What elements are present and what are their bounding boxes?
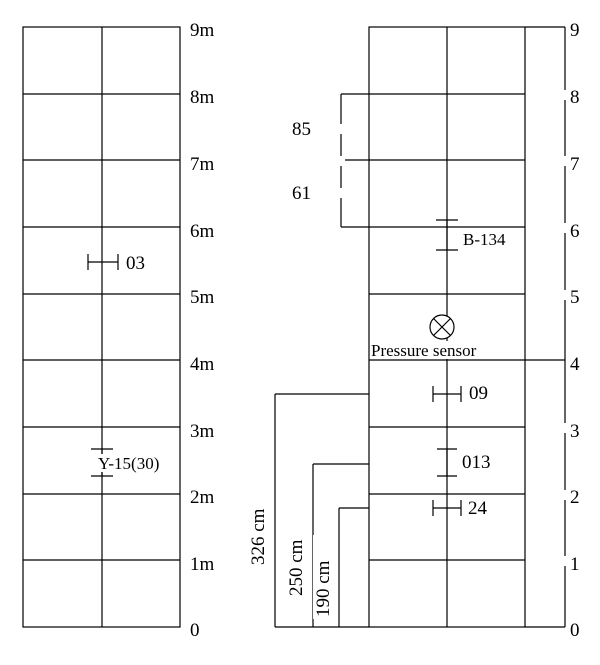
sensor-marker-icon xyxy=(432,500,462,516)
upper-bracket-gaps xyxy=(337,124,345,198)
label-background xyxy=(370,341,505,359)
pressure-sensor: Pressure sensor xyxy=(370,314,505,360)
right-sensor-b134: B-134 xyxy=(436,219,506,251)
left-height-label: 5m xyxy=(190,287,215,308)
left-height-labels: 0 1m 2m 3m 4m 5m 6m 7m 8m 9m xyxy=(190,20,215,641)
right-sensor-24: 24 xyxy=(432,498,488,519)
left-height-label: 2m xyxy=(190,487,215,508)
dimension-labels: 326 cm 250 cm 190 cm xyxy=(248,483,334,619)
sensor-marker-icon xyxy=(436,219,458,251)
right-sensor-013: 013 xyxy=(437,448,491,477)
right-sensor-09: 09 xyxy=(432,383,488,404)
right-height-label: 6 xyxy=(570,221,580,242)
right-scale-bar xyxy=(525,26,566,628)
segment-label-85: 85 xyxy=(292,119,311,140)
right-height-label: 3 xyxy=(570,421,580,442)
sensor-label: 03 xyxy=(126,253,145,274)
dimension-label-250: 250 cm xyxy=(286,539,307,596)
left-height-label: 9m xyxy=(190,20,215,41)
right-height-labels: 0 1 2 3 4 5 6 7 8 9 xyxy=(570,20,580,641)
left-sensor-03: 03 xyxy=(87,253,145,274)
left-tower-grid xyxy=(22,26,181,628)
pressure-sensor-label: Pressure sensor xyxy=(371,341,477,360)
right-height-label: 4 xyxy=(570,354,580,375)
sensor-marker-icon xyxy=(87,254,119,270)
right-height-label: 0 xyxy=(570,620,580,641)
left-height-label: 4m xyxy=(190,354,215,375)
upper-segment-bracket xyxy=(340,93,369,228)
left-height-label: 6m xyxy=(190,221,215,242)
left-height-label: 8m xyxy=(190,87,215,108)
sensor-label: B-134 xyxy=(463,230,506,249)
sensor-label: Y-15(30) xyxy=(98,454,159,473)
segment-label-61: 61 xyxy=(292,183,311,204)
left-height-label: 1m xyxy=(190,554,215,575)
scale-bar-gaps xyxy=(561,90,569,566)
right-height-label: 1 xyxy=(570,554,580,575)
right-height-label: 5 xyxy=(570,287,580,308)
right-height-label: 7 xyxy=(570,154,580,175)
right-tower-grid xyxy=(368,26,565,628)
sensor-marker-icon xyxy=(432,386,462,402)
pressure-sensor-icon xyxy=(429,314,455,340)
label-background xyxy=(96,454,178,472)
left-height-label: 0 xyxy=(190,620,200,641)
left-height-label: 7m xyxy=(190,154,215,175)
dimension-label-326: 326 cm xyxy=(248,508,269,565)
right-height-label: 9 xyxy=(570,20,580,41)
left-sensor-y15: Y-15(30) xyxy=(91,448,178,477)
right-height-label: 8 xyxy=(570,87,580,108)
dimension-label-190: 190 cm xyxy=(313,560,334,617)
left-height-label: 3m xyxy=(190,421,215,442)
sensor-label: 09 xyxy=(469,383,488,404)
sensor-marker-icon xyxy=(437,448,457,477)
sensor-label: 24 xyxy=(468,498,488,519)
right-height-label: 2 xyxy=(570,487,580,508)
sensor-label: 013 xyxy=(462,452,491,473)
